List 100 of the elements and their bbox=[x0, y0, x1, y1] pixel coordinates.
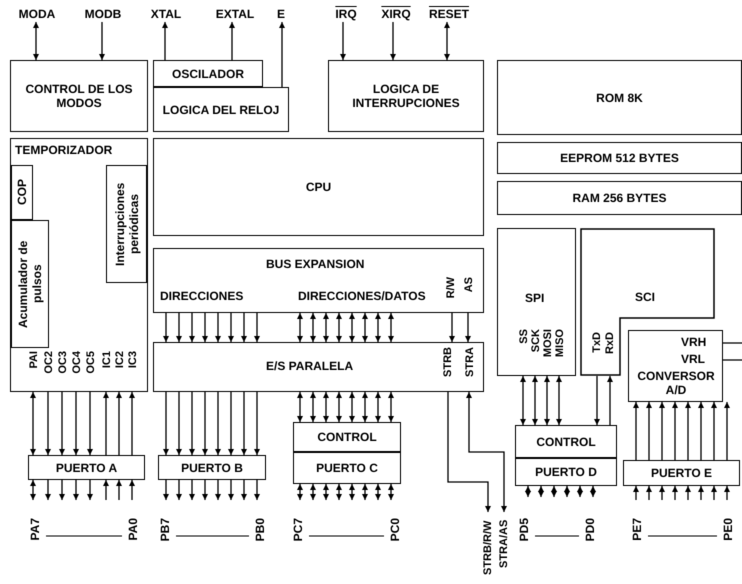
pin-label: OC3 bbox=[57, 351, 69, 374]
pin-label: IC1 bbox=[101, 351, 113, 368]
arrow bbox=[241, 480, 247, 500]
arrow bbox=[349, 392, 355, 422]
arrow bbox=[520, 376, 526, 425]
block-label: DIRECCIONES/DATOS bbox=[298, 289, 426, 303]
arrow bbox=[532, 376, 538, 425]
arrow bbox=[215, 392, 221, 455]
arrow bbox=[116, 480, 122, 500]
signal-line bbox=[723, 359, 742, 361]
block-box bbox=[293, 422, 401, 452]
arrow bbox=[310, 392, 316, 422]
pin-label: SS bbox=[518, 329, 530, 344]
arrow bbox=[254, 313, 260, 342]
block-box bbox=[497, 181, 742, 215]
arrow bbox=[176, 480, 182, 500]
arrow bbox=[525, 486, 531, 497]
arrow bbox=[215, 480, 221, 500]
block-box bbox=[293, 452, 401, 484]
arrow bbox=[349, 313, 355, 342]
arrow bbox=[362, 484, 368, 500]
block-box bbox=[153, 138, 484, 236]
arrow bbox=[685, 402, 691, 460]
arrow bbox=[390, 22, 396, 60]
pin-label: PC7 bbox=[291, 518, 305, 542]
arrow bbox=[633, 402, 639, 460]
arrow bbox=[162, 22, 168, 60]
pin-label: AS bbox=[463, 277, 475, 292]
arrow bbox=[99, 22, 105, 60]
arrow bbox=[336, 313, 342, 342]
block-box bbox=[28, 455, 145, 480]
arrow bbox=[202, 392, 208, 455]
arrow bbox=[163, 392, 169, 455]
arrow bbox=[388, 313, 394, 342]
pin-label: MISO bbox=[554, 329, 566, 358]
block-label: LOGICA DEL RELOJ bbox=[162, 102, 280, 118]
arrow bbox=[672, 486, 678, 500]
block-label: DIRECCIONES bbox=[160, 289, 244, 303]
arrow bbox=[310, 484, 316, 500]
arrow bbox=[594, 376, 600, 425]
block-box bbox=[328, 60, 484, 132]
arrow bbox=[685, 486, 691, 500]
block-box bbox=[153, 342, 484, 392]
arrow bbox=[116, 392, 122, 455]
arrow bbox=[444, 22, 450, 60]
arrow bbox=[711, 402, 717, 460]
arrow bbox=[375, 484, 381, 500]
arrow bbox=[87, 392, 93, 455]
arrow bbox=[698, 486, 704, 500]
block-label: LOGICA DE INTERRUPCIONES bbox=[351, 81, 461, 112]
arrow bbox=[189, 313, 195, 342]
arrow bbox=[129, 480, 135, 500]
pin-label: MODA bbox=[14, 6, 60, 22]
arrow bbox=[449, 313, 455, 342]
arrow bbox=[544, 376, 550, 425]
arrow bbox=[362, 313, 368, 342]
block-box bbox=[497, 228, 576, 376]
block-label: SPI bbox=[525, 291, 544, 305]
arrow bbox=[59, 480, 65, 500]
arrow bbox=[659, 402, 665, 460]
arrow bbox=[724, 402, 730, 460]
block-box bbox=[628, 330, 723, 402]
arrow bbox=[163, 313, 169, 342]
block-label: TEMPORIZADOR bbox=[15, 143, 112, 157]
arrow bbox=[73, 392, 79, 455]
pin-label: SCK bbox=[530, 329, 542, 352]
block-label: COP bbox=[14, 178, 30, 208]
block-label: VRL bbox=[681, 352, 705, 366]
arrow bbox=[228, 480, 234, 500]
arrow bbox=[229, 22, 235, 60]
pin-label: E bbox=[274, 6, 288, 22]
arrow bbox=[202, 313, 208, 342]
pin-label: STRA bbox=[464, 347, 476, 377]
arrow bbox=[30, 392, 36, 455]
block-label: SCI bbox=[635, 290, 656, 304]
block-label: PUERTO D bbox=[534, 464, 598, 481]
pin-label: PC0 bbox=[388, 518, 402, 542]
arrow bbox=[375, 392, 381, 422]
pin-label: XIRQ bbox=[374, 6, 418, 22]
arrow bbox=[340, 22, 346, 60]
arrow bbox=[698, 402, 704, 460]
arrow bbox=[323, 392, 329, 422]
pin-label: STRA/AS bbox=[496, 512, 512, 576]
block-box bbox=[11, 165, 33, 220]
arrow bbox=[633, 486, 639, 500]
pin-label: R/W bbox=[445, 277, 457, 298]
block-label: EEPROM 512 BYTES bbox=[559, 150, 680, 167]
arrow bbox=[30, 480, 36, 500]
pin-label: PD5 bbox=[517, 518, 531, 542]
arrow bbox=[349, 484, 355, 500]
block-box bbox=[515, 458, 617, 486]
pin-label: PA7 bbox=[28, 518, 42, 540]
arrow bbox=[176, 313, 182, 342]
block-label: PUERTO C bbox=[315, 460, 379, 477]
arrow bbox=[590, 486, 596, 497]
block-label: BUS EXPANSION bbox=[266, 257, 364, 271]
arrow bbox=[564, 486, 570, 497]
arrow bbox=[577, 486, 583, 497]
block-box bbox=[10, 60, 148, 132]
pin-label: XTAL bbox=[146, 6, 186, 22]
